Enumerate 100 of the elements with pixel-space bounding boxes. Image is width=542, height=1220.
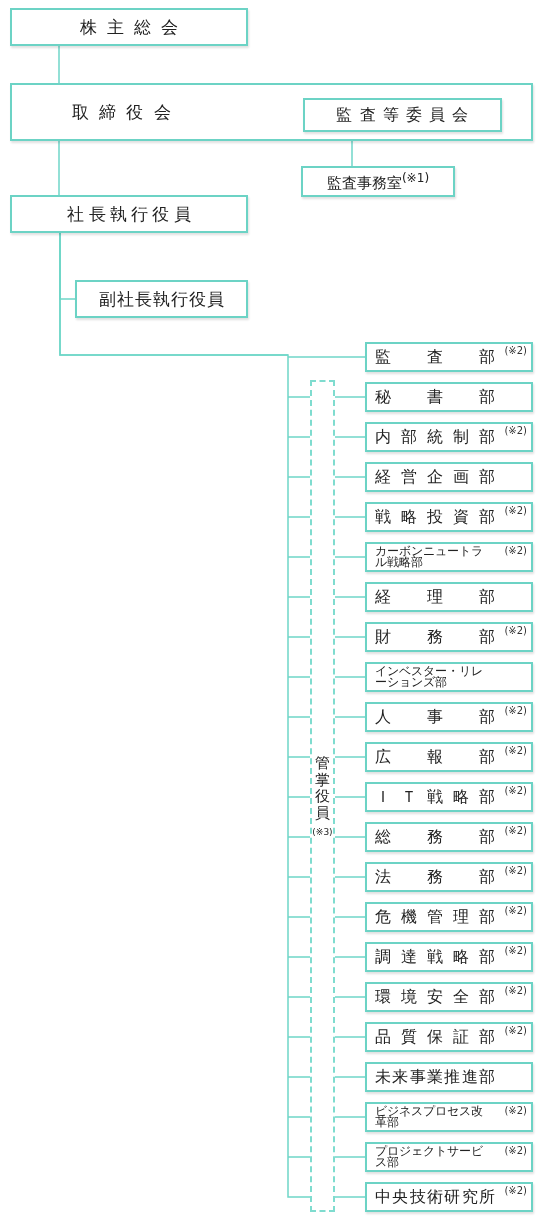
connector-line (334, 676, 366, 678)
department-box (365, 702, 533, 732)
department-name: ビジネスプロセス改革部 (375, 1105, 484, 1129)
connector-line (334, 636, 366, 638)
department-name: 内部統制部 (375, 426, 496, 448)
department-box (365, 1182, 533, 1212)
department-box (365, 382, 533, 412)
department-box (365, 862, 533, 892)
department-name: カーボンニュートラル戦略部 (375, 545, 484, 569)
department-name: 秘書部 (375, 386, 496, 408)
footnote-mark: (※2) (504, 905, 527, 916)
connector-line (334, 1196, 366, 1198)
department-box (365, 782, 533, 812)
department-name: 広報部 (375, 746, 496, 768)
department-name: 未来事業推進部 (375, 1066, 496, 1088)
connector-line (334, 1116, 366, 1118)
footnote-mark: (※2) (504, 705, 527, 716)
department-box (365, 822, 533, 852)
org-title: 社長執行役員 (67, 202, 195, 226)
department-name: 総務部 (375, 826, 496, 848)
department-name: 品質保証部 (375, 1026, 496, 1048)
department-box (365, 462, 533, 492)
department-name: インベスター・リレーションズ部 (375, 665, 484, 689)
connector-line (334, 756, 366, 758)
connector-line (334, 836, 366, 838)
department-box (365, 942, 533, 972)
connector-line (59, 232, 311, 1198)
footnote-mark: (※2) (504, 425, 527, 436)
footnote-mark: (※2) (504, 345, 527, 356)
footnote-mark: (※2) (504, 865, 527, 876)
org-box (10, 83, 533, 141)
connector-line (58, 45, 60, 84)
org-box (10, 8, 248, 46)
connector-line (334, 996, 366, 998)
connector-line (334, 1156, 366, 1158)
footnote-mark: (※2) (504, 625, 527, 636)
connector-line (334, 716, 366, 718)
department-box (365, 1142, 533, 1172)
department-name: プロジェクトサービス部 (375, 1145, 484, 1169)
org-box (10, 195, 248, 233)
footnote-mark: (※2) (504, 985, 527, 996)
department-box (365, 342, 533, 372)
footnote-mark: (※2) (504, 1185, 527, 1196)
department-box (365, 582, 533, 612)
footnote-mark: (※2) (504, 545, 527, 556)
department-name: ＩＴ戦略部 (375, 786, 496, 808)
footnote-mark: (※3) (312, 827, 333, 837)
org-title: 取締役会 (72, 100, 181, 124)
footnote-mark: (※2) (504, 785, 527, 796)
connector-line (58, 140, 60, 196)
footnote-mark: (※2) (504, 945, 527, 956)
department-box (365, 1102, 533, 1132)
department-name: 監査部 (375, 346, 496, 368)
connector-line (334, 1076, 366, 1078)
department-name: 環境安全部 (375, 986, 496, 1008)
org-box (303, 98, 502, 132)
department-name: 人事部 (375, 706, 496, 728)
org-title: 副社長執行役員 (99, 287, 225, 311)
connector-line (334, 476, 366, 478)
group-label: 管掌役員 (315, 755, 330, 821)
footnote-mark: (※2) (504, 1025, 527, 1036)
connector-line (334, 396, 366, 398)
footnote-mark: (※2) (504, 505, 527, 516)
footnote-mark: (※2) (504, 1105, 527, 1116)
org-title: 監査事務室$^{(※1)}$ (326, 170, 430, 193)
department-name: 法務部 (375, 866, 496, 888)
connector-line (334, 436, 366, 438)
department-box (365, 502, 533, 532)
department-name: 戦略投資部 (375, 506, 496, 528)
connector-line (334, 1036, 366, 1038)
connector-line (334, 956, 366, 958)
department-box (365, 1062, 533, 1092)
department-box (365, 422, 533, 452)
connector-line (334, 796, 366, 798)
department-box (365, 1022, 533, 1052)
department-name: 危機管理部 (375, 906, 496, 928)
department-name: 中央技術研究所 (375, 1186, 496, 1208)
org-box (75, 280, 248, 318)
org-box (301, 166, 455, 197)
department-name: 財務部 (375, 626, 496, 648)
dashed-group-box (310, 380, 335, 1212)
department-box (365, 542, 533, 572)
connector-line (334, 876, 366, 878)
footnote-mark: (※2) (504, 825, 527, 836)
connector-line (334, 596, 366, 598)
footnote-mark: (※2) (504, 745, 527, 756)
department-box (365, 742, 533, 772)
connector-line (334, 516, 366, 518)
department-box (365, 902, 533, 932)
department-name: 経理部 (375, 586, 496, 608)
department-box (365, 622, 533, 652)
connector-line (287, 356, 366, 358)
department-box (365, 662, 533, 692)
department-box (365, 982, 533, 1012)
connector-line (334, 556, 366, 558)
footnote-mark: (※2) (504, 1145, 527, 1156)
org-title: 株主総会 (79, 15, 189, 39)
department-name: 経営企画部 (375, 466, 496, 488)
connector-line (334, 916, 366, 918)
org-title: 監査等委員会 (336, 104, 476, 126)
